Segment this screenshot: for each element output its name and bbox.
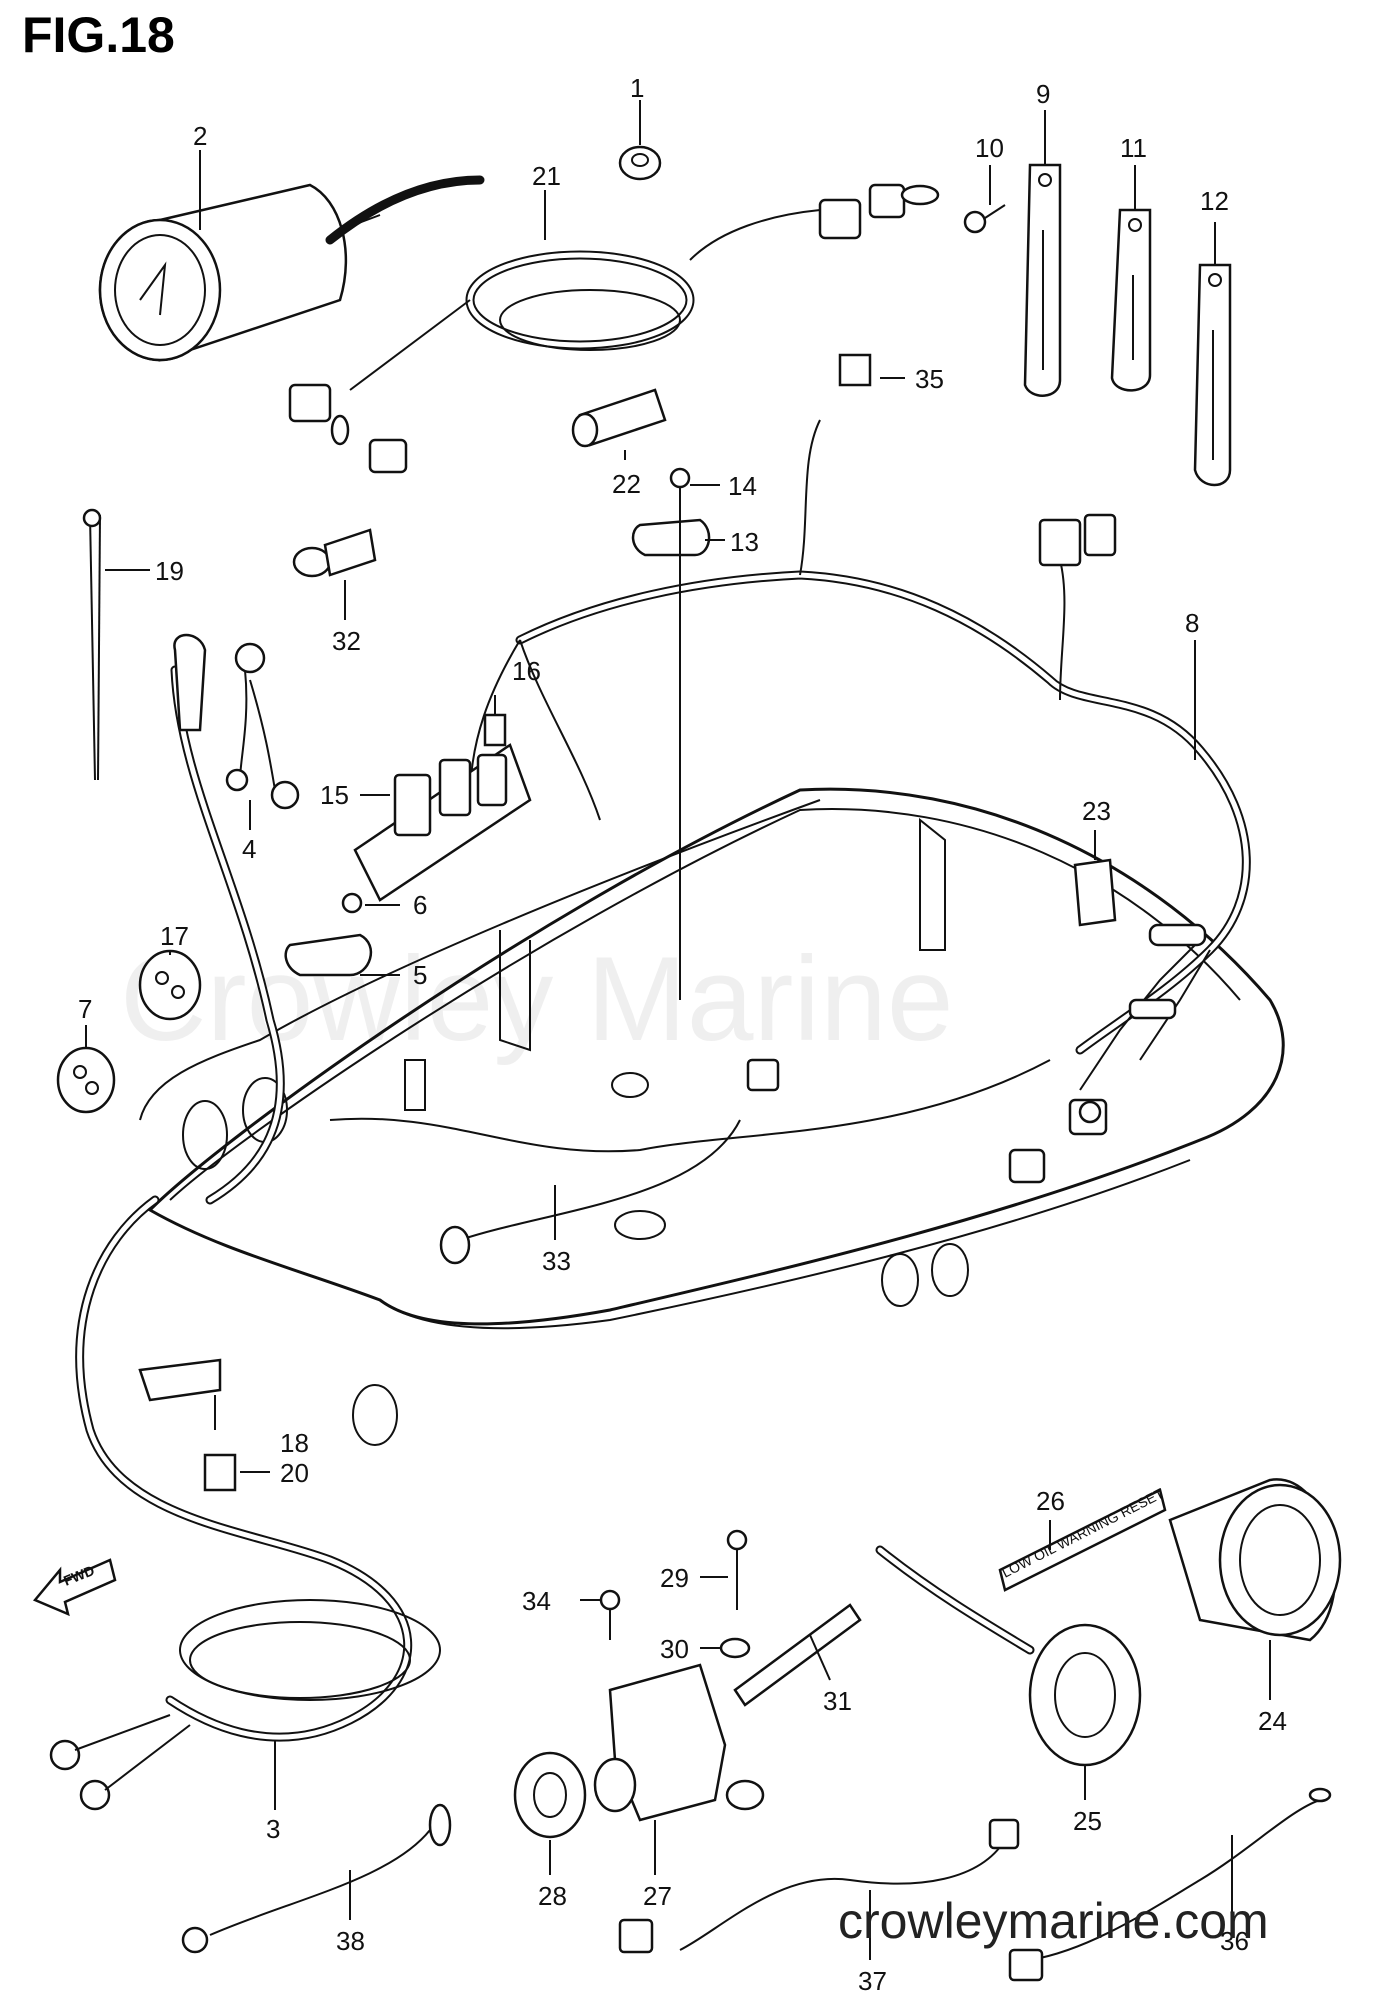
small-leads bbox=[181, 1058, 1332, 1982]
callout-31: 31 bbox=[823, 1686, 852, 1716]
callout-21: 21 bbox=[532, 161, 561, 191]
callout-32: 32 bbox=[332, 626, 361, 656]
callout-8: 8 bbox=[1185, 608, 1199, 638]
cable-brackets bbox=[1023, 163, 1232, 487]
leader-lines bbox=[85, 100, 1271, 1960]
callout-34: 34 bbox=[522, 1586, 551, 1616]
callout-22: 22 bbox=[612, 469, 641, 499]
callout-4: 4 bbox=[242, 834, 256, 864]
callout-19: 19 bbox=[155, 556, 184, 586]
callout-24: 24 bbox=[1258, 1706, 1287, 1736]
figure-title: FIG.18 bbox=[22, 7, 175, 63]
harness-21 bbox=[288, 183, 940, 474]
callout-17: 17 bbox=[160, 921, 189, 951]
callout-37: 37 bbox=[858, 1966, 887, 1996]
warning-label-text: LOW OIL WARNING RESET bbox=[999, 1485, 1167, 1581]
callout-30: 30 bbox=[660, 1634, 689, 1664]
callout-18: 18 bbox=[280, 1428, 309, 1458]
callout-29: 29 bbox=[660, 1563, 689, 1593]
callout-9: 9 bbox=[1036, 79, 1050, 109]
callout-11: 11 bbox=[1120, 133, 1147, 163]
callout-33: 33 bbox=[542, 1246, 571, 1276]
callout-23: 23 bbox=[1082, 796, 1111, 826]
fwd-arrow: FWD bbox=[32, 1558, 117, 1617]
website-label: crowleymarine.com bbox=[838, 1893, 1269, 1949]
callout-2: 2 bbox=[193, 121, 207, 151]
callout-6: 6 bbox=[413, 890, 427, 920]
callout-12: 12 bbox=[1200, 186, 1229, 216]
watermark: Crowley Marine bbox=[120, 932, 954, 1066]
main-harness bbox=[469, 419, 1251, 1184]
callout-28: 28 bbox=[538, 1881, 567, 1911]
tachometer-gauge bbox=[98, 175, 485, 362]
callout-25: 25 bbox=[1073, 1806, 1102, 1836]
callout-5: 5 bbox=[413, 960, 427, 990]
callout-38: 38 bbox=[336, 1926, 365, 1956]
warning-indicators: LOW OIL WARNING RESET bbox=[875, 1478, 1342, 1767]
battery-cable bbox=[49, 633, 441, 1811]
callout-13: 13 bbox=[730, 527, 759, 557]
callout-14: 14 bbox=[728, 471, 757, 501]
callout-20: 20 bbox=[280, 1458, 309, 1488]
callout-15: 15 bbox=[320, 780, 349, 810]
ground-wire bbox=[225, 642, 300, 810]
small-hardware bbox=[82, 145, 1117, 1839]
callout-3: 3 bbox=[266, 1814, 280, 1844]
callout-35: 35 bbox=[915, 364, 944, 394]
lower-cowling bbox=[139, 787, 1285, 1446]
callout-27: 27 bbox=[643, 1881, 672, 1911]
callout-labels: 1 2 3 4 5 6 7 8 9 10 11 12 13 14 15 16 1… bbox=[78, 73, 1287, 1996]
callout-1: 1 bbox=[630, 73, 644, 103]
callout-10: 10 bbox=[975, 133, 1004, 163]
callout-26: 26 bbox=[1036, 1486, 1065, 1516]
grommets bbox=[56, 949, 202, 1114]
callout-36: 36 bbox=[1220, 1926, 1249, 1956]
callout-7: 7 bbox=[78, 994, 92, 1024]
callout-16: 16 bbox=[512, 656, 541, 686]
